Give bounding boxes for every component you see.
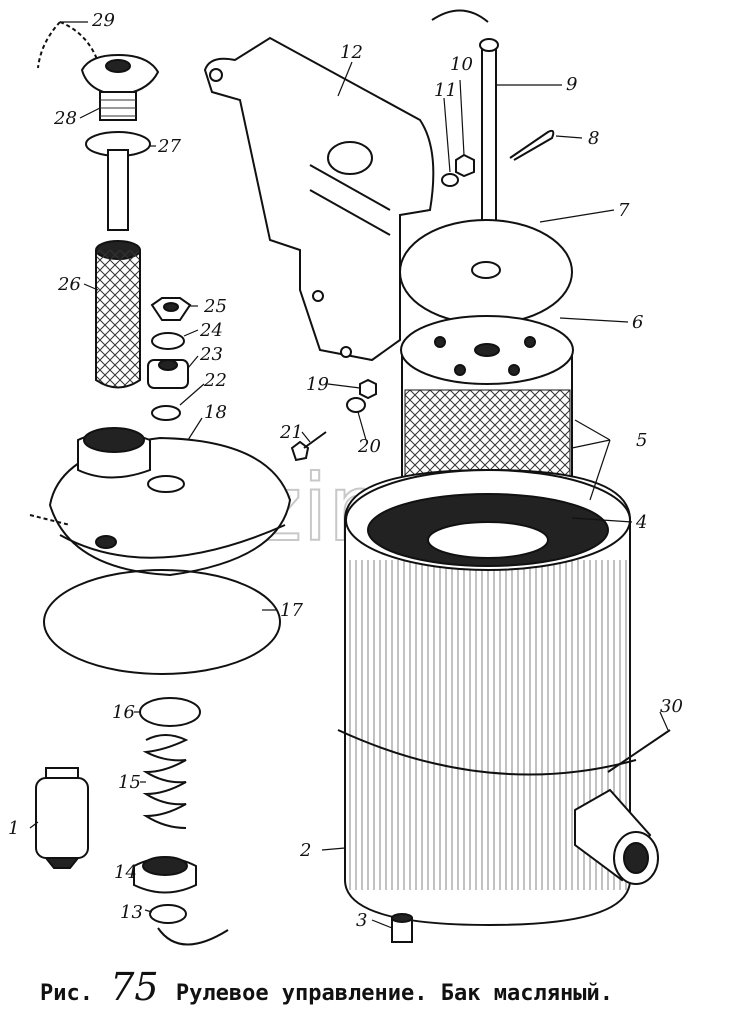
part-8-cotter-pin	[509, 129, 555, 161]
label-19: 19	[306, 374, 329, 395]
label-8: 8	[588, 128, 599, 149]
part-17-o-ring	[43, 569, 281, 675]
label-16: 16	[112, 702, 135, 723]
part-21-bolt	[290, 431, 327, 462]
label-15: 15	[118, 772, 141, 793]
part-25-nut	[150, 297, 192, 321]
label-26: 26	[57, 274, 81, 295]
label-2: 2	[299, 840, 311, 861]
label-13: 13	[120, 902, 143, 923]
label-28: 28	[53, 108, 77, 129]
label-17: 17	[280, 600, 303, 621]
part-26-filter-screen	[95, 240, 141, 389]
part-3-drain-plug	[391, 913, 413, 943]
caption-number: 75	[110, 965, 159, 1009]
outlet-fitting	[574, 788, 659, 885]
part-13-washer	[149, 904, 187, 924]
label-11: 11	[434, 80, 457, 101]
part-1-unit	[35, 767, 89, 869]
label-23: 23	[199, 344, 223, 365]
assembly-arrow-lower	[157, 927, 229, 946]
cap-tube	[107, 149, 129, 231]
label-29: 29	[91, 10, 115, 31]
part-19-nut	[359, 378, 377, 400]
caption-prefix: Рис.	[40, 981, 93, 1006]
part-7-plate	[399, 219, 573, 325]
part-16-washer	[139, 697, 201, 727]
part-2-tank-body	[337, 468, 637, 927]
part-12-bracket	[203, 36, 435, 362]
label-24: 24	[199, 320, 223, 341]
part-15-spring	[142, 734, 189, 829]
label-18: 18	[204, 402, 227, 423]
label-5: 5	[636, 430, 647, 451]
figure-caption: Рис. 75 Рулевое управление. Бак масляный…	[40, 965, 730, 1009]
part-10-nut	[455, 153, 475, 178]
label-25: 25	[203, 296, 227, 317]
label-7: 7	[618, 200, 630, 221]
label-3: 3	[356, 910, 367, 931]
caption-text: Рулевое управление. Бак масляный.	[175, 981, 613, 1006]
leader-lines	[29, 21, 669, 929]
part-6-filter-top	[400, 315, 574, 385]
label-27: 27	[157, 136, 181, 157]
part-11-washer	[441, 173, 459, 187]
label-1: 1	[8, 818, 19, 839]
label-30: 30	[660, 696, 683, 717]
label-20: 20	[357, 436, 381, 457]
part-30-stud	[607, 729, 671, 773]
part-28-filler-cap	[80, 53, 160, 121]
part-18-tank-cover	[29, 427, 292, 577]
part-14-spring-seat	[133, 856, 197, 894]
part-labels: 1 2 3 4 5 6 7 8 9 10 11 12 13 14 15 16 1…	[8, 10, 683, 931]
label-9: 9	[566, 74, 577, 95]
part-20-washer	[346, 397, 366, 413]
label-22: 22	[203, 370, 227, 391]
part-22-washer	[151, 405, 181, 421]
part-23-bushing	[147, 359, 189, 389]
label-4: 4	[635, 512, 647, 533]
label-6: 6	[632, 312, 643, 333]
label-14: 14	[114, 862, 137, 883]
part-24-washer	[151, 332, 185, 350]
label-10: 10	[450, 54, 473, 75]
label-21: 21	[279, 422, 303, 443]
label-12: 12	[340, 42, 363, 63]
